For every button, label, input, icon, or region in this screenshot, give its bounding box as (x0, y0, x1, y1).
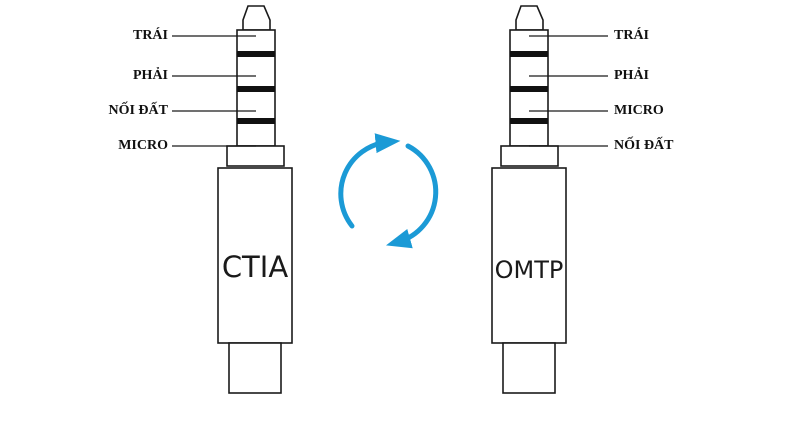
omtp-collar (500, 145, 559, 167)
omtp-label-ring1: PHẢI (614, 68, 649, 83)
omtp-label-ring2: MICRO (614, 103, 664, 118)
swap-arrow-bottom (385, 143, 439, 249)
ctia-insulator-rings (237, 51, 275, 124)
omtp-tip (515, 5, 544, 31)
circular-swap-arrows-icon (338, 133, 439, 249)
ctia-tip (242, 5, 271, 31)
omtp-insulator-rings (510, 51, 548, 124)
ctia-leader-lines (172, 35, 256, 147)
omtp-label-sleeve: NỐI ĐẤT (614, 138, 674, 153)
omtp-leader-lines (529, 35, 608, 147)
omtp-plug (491, 5, 567, 394)
ctia-label-ring1: PHẢI (133, 68, 168, 83)
omtp-strain-relief (502, 342, 556, 394)
ctia-collar (226, 145, 285, 167)
swap-arrow-top (338, 133, 401, 229)
ctia-plug-name: CTIA (221, 250, 289, 284)
omtp-body (491, 167, 567, 344)
omtp-label-tip: TRÁI (614, 28, 650, 43)
omtp-plug-name: OMTP (494, 256, 564, 284)
ctia-label-tip: TRÁI (132, 28, 168, 43)
ctia-strain-relief (228, 342, 282, 394)
ctia-label-ring2: NỐI ĐẤT (108, 103, 168, 118)
ctia-label-sleeve: MICRO (118, 138, 168, 153)
ctia-plug (217, 5, 293, 394)
ctia-body (217, 167, 293, 344)
